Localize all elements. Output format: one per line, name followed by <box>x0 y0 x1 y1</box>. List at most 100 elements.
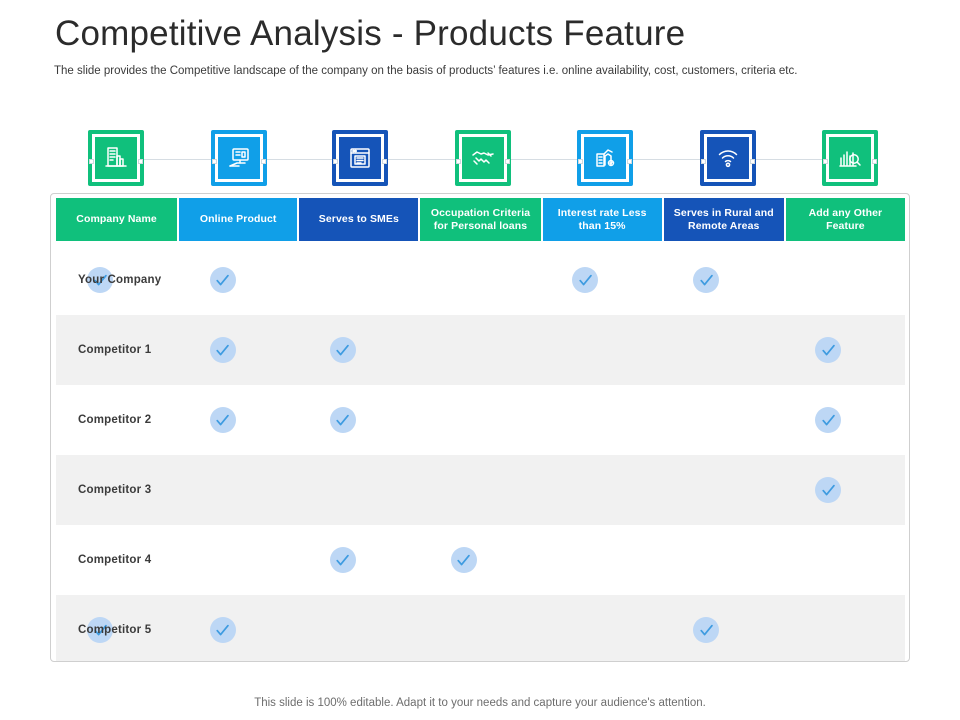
column-header-label: Occupation Criteria for Personal loans <box>430 207 531 232</box>
table-cell[interactable] <box>420 595 542 661</box>
icon-strip <box>55 130 904 190</box>
table-cell[interactable] <box>179 595 299 661</box>
check-icon[interactable] <box>693 267 720 293</box>
connector-nub <box>749 159 755 164</box>
table-cell[interactable] <box>299 595 420 661</box>
connector-nub <box>455 159 461 164</box>
table-cell[interactable] <box>784 525 905 595</box>
table-cell[interactable] <box>56 245 179 315</box>
table-cell[interactable] <box>299 315 420 385</box>
check-icon[interactable] <box>815 407 842 433</box>
row-label: Competitor 1 <box>78 344 152 356</box>
table-cell[interactable] <box>662 245 784 315</box>
check-icon[interactable] <box>329 547 356 573</box>
page-title: Competitive Analysis - Products Feature <box>55 14 686 53</box>
icon-tile-4 <box>454 130 511 186</box>
check-icon[interactable] <box>329 337 356 363</box>
icon-tile-3 <box>332 130 388 186</box>
table-cell[interactable] <box>299 455 420 525</box>
table-cell[interactable] <box>179 315 299 385</box>
table-cell[interactable] <box>179 245 299 315</box>
table-cell[interactable] <box>420 525 542 595</box>
table-cell[interactable] <box>56 595 179 661</box>
table-row: Competitor 3 <box>56 455 905 525</box>
handshake-icon <box>458 134 507 182</box>
check-icon[interactable] <box>87 617 113 643</box>
check-icon[interactable] <box>572 267 599 293</box>
check-icon[interactable] <box>450 547 477 573</box>
icon-tile-5 <box>577 130 633 186</box>
table-cell[interactable] <box>784 595 905 661</box>
check-icon[interactable] <box>209 267 236 293</box>
table-cell[interactable] <box>179 525 299 595</box>
column-header-2[interactable]: Online Product <box>179 198 298 241</box>
check-icon[interactable] <box>209 337 236 363</box>
table-cell[interactable] <box>541 315 662 385</box>
connector-nub <box>872 159 877 164</box>
table-body: Your Company Competitor 1 Competitor 2 C… <box>56 245 905 661</box>
table-cell[interactable] <box>784 245 905 315</box>
building-report-icon <box>92 134 140 182</box>
table-cell[interactable] <box>299 385 420 455</box>
analytics-search-icon <box>826 134 874 182</box>
table-cell[interactable] <box>299 525 420 595</box>
table-cell[interactable] <box>420 315 542 385</box>
column-header-6[interactable]: Serves in Rural and Remote Areas <box>663 198 784 241</box>
table-cell[interactable] <box>299 245 420 315</box>
column-header-label: Interest rate Less than 15% <box>557 207 647 232</box>
table-row: Your Company <box>56 245 905 315</box>
column-header-4[interactable]: Occupation Criteria for Personal loans <box>420 198 541 241</box>
online-product-monitor-icon <box>214 134 263 182</box>
table-cell[interactable] <box>541 595 662 661</box>
column-header-1[interactable]: Company Name <box>56 198 178 241</box>
table-cell[interactable] <box>784 385 905 455</box>
table-cell[interactable] <box>179 385 299 455</box>
table-row: Competitor 4 <box>56 525 905 595</box>
table-header-row: Company Name Online Product Serves to SMEs… <box>56 198 905 241</box>
check-icon[interactable] <box>87 267 113 293</box>
icon-tile-2 <box>210 130 267 186</box>
table-cell[interactable] <box>784 315 905 385</box>
connector-nub <box>89 159 94 164</box>
table-cell[interactable] <box>662 455 784 525</box>
table-cell[interactable] <box>784 455 905 525</box>
connector-nub <box>823 159 828 164</box>
table-cell[interactable] <box>662 315 784 385</box>
column-header-label: Company Name <box>76 213 157 226</box>
table-cell[interactable] <box>541 455 662 525</box>
check-icon[interactable] <box>209 617 236 643</box>
table-cell[interactable] <box>541 385 662 455</box>
column-header-label: Serves to SMEs <box>318 213 399 226</box>
check-icon[interactable] <box>209 407 236 433</box>
table-cell[interactable] <box>541 525 662 595</box>
check-icon[interactable] <box>815 337 842 363</box>
row-label: Competitor 3 <box>78 484 152 496</box>
table-row: Competitor 2 <box>56 385 905 455</box>
connector-nub <box>578 159 583 164</box>
table-cell[interactable] <box>541 245 662 315</box>
icon-tile-7 <box>822 130 878 186</box>
connector-nub <box>504 159 510 164</box>
table-cell[interactable] <box>662 595 784 661</box>
column-header-5[interactable]: Interest rate Less than 15% <box>542 198 662 241</box>
table-row: Competitor 5 <box>56 595 905 661</box>
connector-nub <box>211 159 217 164</box>
row-label: Competitor 5 <box>78 624 152 636</box>
table-cell[interactable] <box>420 455 542 525</box>
column-header-7[interactable]: Add any Other Feature <box>785 198 905 241</box>
comparison-table-card: Company Name Online Product Serves to SMEs… <box>50 193 910 662</box>
icon-tile-1 <box>88 130 144 186</box>
table-cell[interactable] <box>420 385 542 455</box>
table-cell[interactable] <box>179 455 299 525</box>
wifi-signal-icon <box>703 134 752 182</box>
check-icon[interactable] <box>815 477 842 503</box>
check-icon[interactable] <box>329 407 356 433</box>
table-cell[interactable] <box>662 525 784 595</box>
table-cell[interactable] <box>420 245 542 315</box>
table-cell[interactable] <box>662 385 784 455</box>
column-header-3[interactable]: Serves to SMEs <box>299 198 419 241</box>
row-label: Competitor 4 <box>78 554 152 566</box>
connector-nub <box>138 159 143 164</box>
check-icon[interactable] <box>693 617 720 643</box>
connector-nub <box>260 159 266 164</box>
